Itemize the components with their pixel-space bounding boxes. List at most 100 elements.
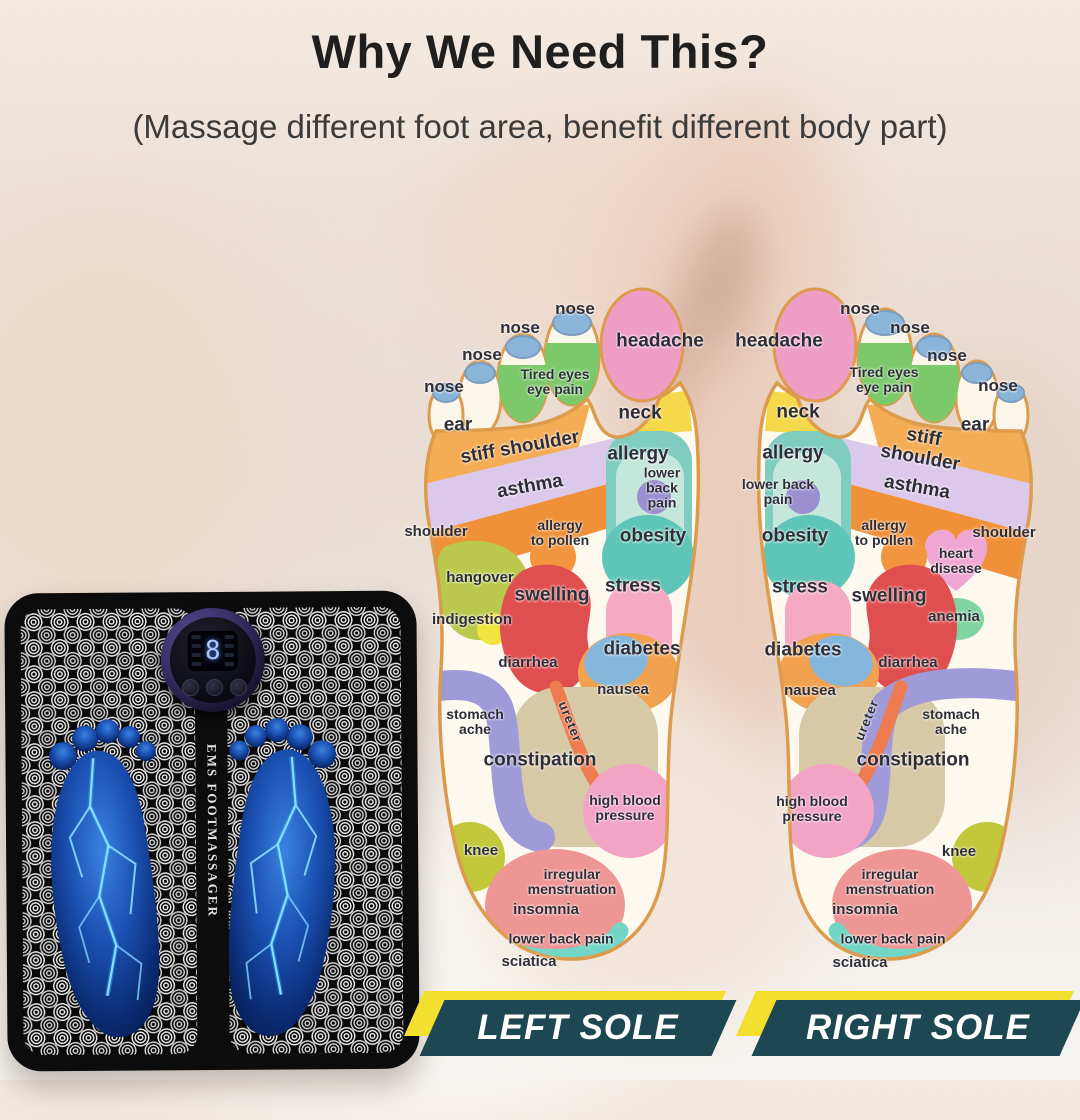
zone-label-high-blood-pressure: high blood pressure — [589, 791, 661, 823]
display-icons-left — [191, 635, 201, 668]
zone-label-shoulder: shoulder — [404, 522, 468, 540]
zone-headache-area — [599, 287, 685, 403]
zone-label-nose: nose — [927, 345, 967, 365]
zone-label-indigestion: indigestion — [432, 610, 512, 628]
controller-unit: 8 — [160, 607, 266, 713]
zone-nose-area — [552, 310, 592, 336]
zone-label-nose: nose — [462, 344, 502, 364]
banner-label: RIGHT SOLE — [806, 1008, 1030, 1047]
zone-label-stomach-ache: stomach ache — [922, 705, 980, 737]
zone-label-allergy: allergy — [762, 442, 824, 464]
zone-menstruation-area — [485, 849, 625, 960]
zone-lower-back-dot — [637, 480, 671, 514]
zone-label-constipation: constipation — [856, 749, 970, 771]
display-icons-right — [224, 634, 234, 667]
zone-label-knee: knee — [463, 841, 499, 859]
zone-label-high-blood-pressure: high blood pressure — [776, 792, 848, 824]
zone-label-diabetes: diabetes — [603, 638, 681, 660]
zone-label-neck: neck — [776, 401, 820, 423]
zone-label-nose: nose — [840, 298, 880, 318]
brand-label: EMS FOOTMASSAGER — [204, 743, 221, 919]
zone-label-stress: stress — [605, 575, 661, 597]
zone-high-blood-pressure-area — [583, 764, 677, 858]
zone-label-nose: nose — [978, 375, 1018, 395]
zone-label-nausea: nausea — [784, 681, 836, 699]
zone-label-lower-back-pain: lower back pain — [741, 475, 815, 507]
left-sole-chart: nose nose nose nose Tired eyes eye pain … — [404, 285, 715, 980]
zone-label-nausea: nausea — [597, 680, 649, 698]
zone-obesity-area — [602, 515, 694, 599]
zone-label-irregular-menstruation: irregular menstruation — [845, 865, 935, 897]
zone-stiff-shoulder-area — [425, 437, 619, 535]
left-foot-diagram — [423, 287, 701, 961]
zone-label-obesity: obesity — [619, 525, 687, 547]
controller-button-power — [205, 678, 224, 697]
zone-label-hangover: hangover — [446, 568, 514, 586]
zone-label-nose: nose — [555, 298, 595, 318]
pad-right-panel — [226, 606, 404, 1054]
zone-headache-area — [772, 287, 858, 403]
zone-label-shoulder: shoulder — [972, 523, 1036, 541]
zone-label-anemia: anemia — [928, 607, 980, 625]
zone-label-lower-back-pain-heel: lower back pain — [840, 930, 946, 947]
zone-label-sciatica: sciatica — [501, 952, 557, 970]
page-title: Why We Need This? — [311, 25, 769, 78]
ems-foot-massager-pad: EMS FOOTMASSAGER 8 — [4, 590, 420, 1072]
zone-label-irregular-menstruation: irregular menstruation — [527, 865, 617, 897]
zone-label-swelling: swelling — [851, 585, 927, 607]
zone-swelling-area — [499, 564, 591, 694]
zone-stomach-ache-band — [425, 670, 555, 852]
controller-button-minus — [181, 679, 200, 697]
zone-label-lower-back-pain: lower back pain — [643, 464, 681, 511]
right-foot-diagram — [756, 287, 1034, 961]
zone-label-neck: neck — [618, 402, 662, 424]
zone-label-nose: nose — [424, 376, 464, 396]
blue-foot-silhouette-right — [228, 718, 336, 1037]
zone-swelling-area — [866, 564, 958, 694]
bg-blob — [0, 220, 270, 640]
zone-label-diabetes: diabetes — [764, 639, 842, 661]
zone-stiff-shoulder-area — [838, 437, 1032, 535]
zone-nose-area — [865, 310, 905, 336]
zone-label-diarrhea: diarrhea — [498, 653, 558, 671]
banner-label: LEFT SOLE — [477, 1008, 679, 1047]
zone-label-swelling: swelling — [514, 584, 590, 606]
zone-label-allergy: allergy — [607, 443, 669, 465]
controller-face: 8 — [169, 616, 257, 704]
zone-label-insomnia: insomnia — [832, 900, 898, 918]
zone-label-ear: ear — [960, 414, 990, 436]
controller-button-plus — [229, 678, 248, 696]
zone-label-nose: nose — [890, 317, 930, 337]
zone-label-constipation: constipation — [483, 749, 597, 771]
pad-left-panel — [20, 608, 198, 1056]
zone-label-ear: ear — [443, 414, 473, 436]
blue-foot-silhouette-left — [48, 719, 160, 1038]
zone-obesity-area — [763, 515, 855, 599]
zone-label-stress: stress — [772, 576, 828, 598]
zone-heart-disease-area — [924, 529, 988, 591]
zone-label-sciatica: sciatica — [832, 953, 888, 971]
zone-label-allergy-pollen: allergy to pollen — [854, 516, 914, 548]
zone-label-tired-eyes: Tired eyes eye pain — [849, 363, 919, 395]
zone-label-headache: headache — [616, 330, 704, 352]
intensity-level-value: 8 — [204, 635, 221, 667]
zone-label-diarrhea: diarrhea — [878, 653, 938, 671]
zone-label-allergy-pollen: allergy to pollen — [530, 516, 590, 548]
zone-label-nose: nose — [500, 317, 540, 337]
right-sole-chart: headache nose nose nose nose Tired eyes … — [735, 285, 1037, 980]
page-subtitle: (Massage different foot area, benefit di… — [132, 108, 948, 145]
zone-diabetes-area — [809, 635, 873, 687]
zone-label-tired-eyes: Tired eyes eye pain — [520, 365, 590, 397]
zone-diabetes-area — [584, 635, 648, 687]
zone-label-stomach-ache: stomach ache — [446, 705, 504, 737]
left-sole-banner: LEFT SOLE — [403, 991, 737, 1056]
zone-label-heart-disease: heart disease — [930, 544, 982, 576]
controller-display: 8 — [187, 630, 238, 672]
zone-high-blood-pressure-area — [780, 764, 874, 858]
zone-label-headache: headache — [735, 330, 823, 352]
zone-label-insomnia: insomnia — [513, 900, 579, 918]
right-sole-banner: RIGHT SOLE — [735, 991, 1080, 1056]
zone-label-lower-back-pain-heel: lower back pain — [508, 930, 614, 947]
zone-menstruation-area — [832, 849, 972, 960]
zone-label-obesity: obesity — [761, 525, 829, 547]
